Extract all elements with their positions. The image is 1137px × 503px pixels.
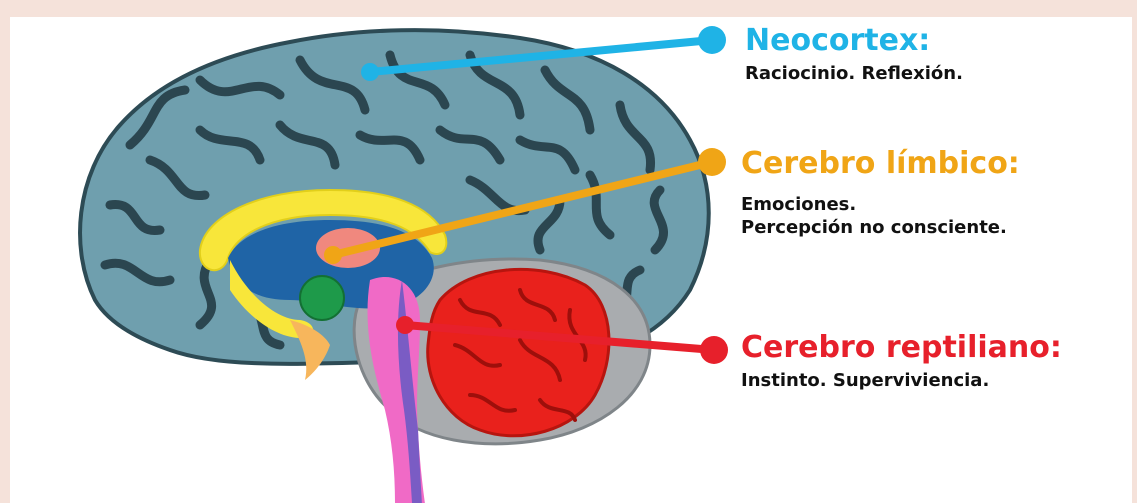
- reptilian-description-line: Instinto. Superviviencia.: [741, 369, 1062, 392]
- limbic-title: Cerebro límbico:: [741, 149, 1020, 179]
- amygdala: [300, 276, 344, 320]
- neocortex-title: Neocortex:: [745, 26, 963, 56]
- reptilian-description: Instinto. Superviviencia.: [741, 369, 1062, 392]
- reptilian-label: Cerebro reptiliano: Instinto. Supervivie…: [741, 333, 1062, 392]
- limbic-description: Emociones. Percepción no consciente.: [741, 193, 1020, 239]
- neocortex-label: Neocortex: Raciocinio. Reflexión.: [745, 26, 963, 85]
- cerebellum: [428, 269, 609, 435]
- limbic-label: Cerebro límbico: Emociones. Percepción n…: [741, 149, 1020, 239]
- neocortex-description-line: Raciocinio. Reflexión.: [745, 62, 963, 85]
- limbic-description-line-2: Percepción no consciente.: [741, 216, 1020, 239]
- reptilian-title: Cerebro reptiliano:: [741, 333, 1062, 363]
- limbic-description-line-1: Emociones.: [741, 193, 1020, 216]
- neocortex-description: Raciocinio. Reflexión.: [745, 62, 963, 85]
